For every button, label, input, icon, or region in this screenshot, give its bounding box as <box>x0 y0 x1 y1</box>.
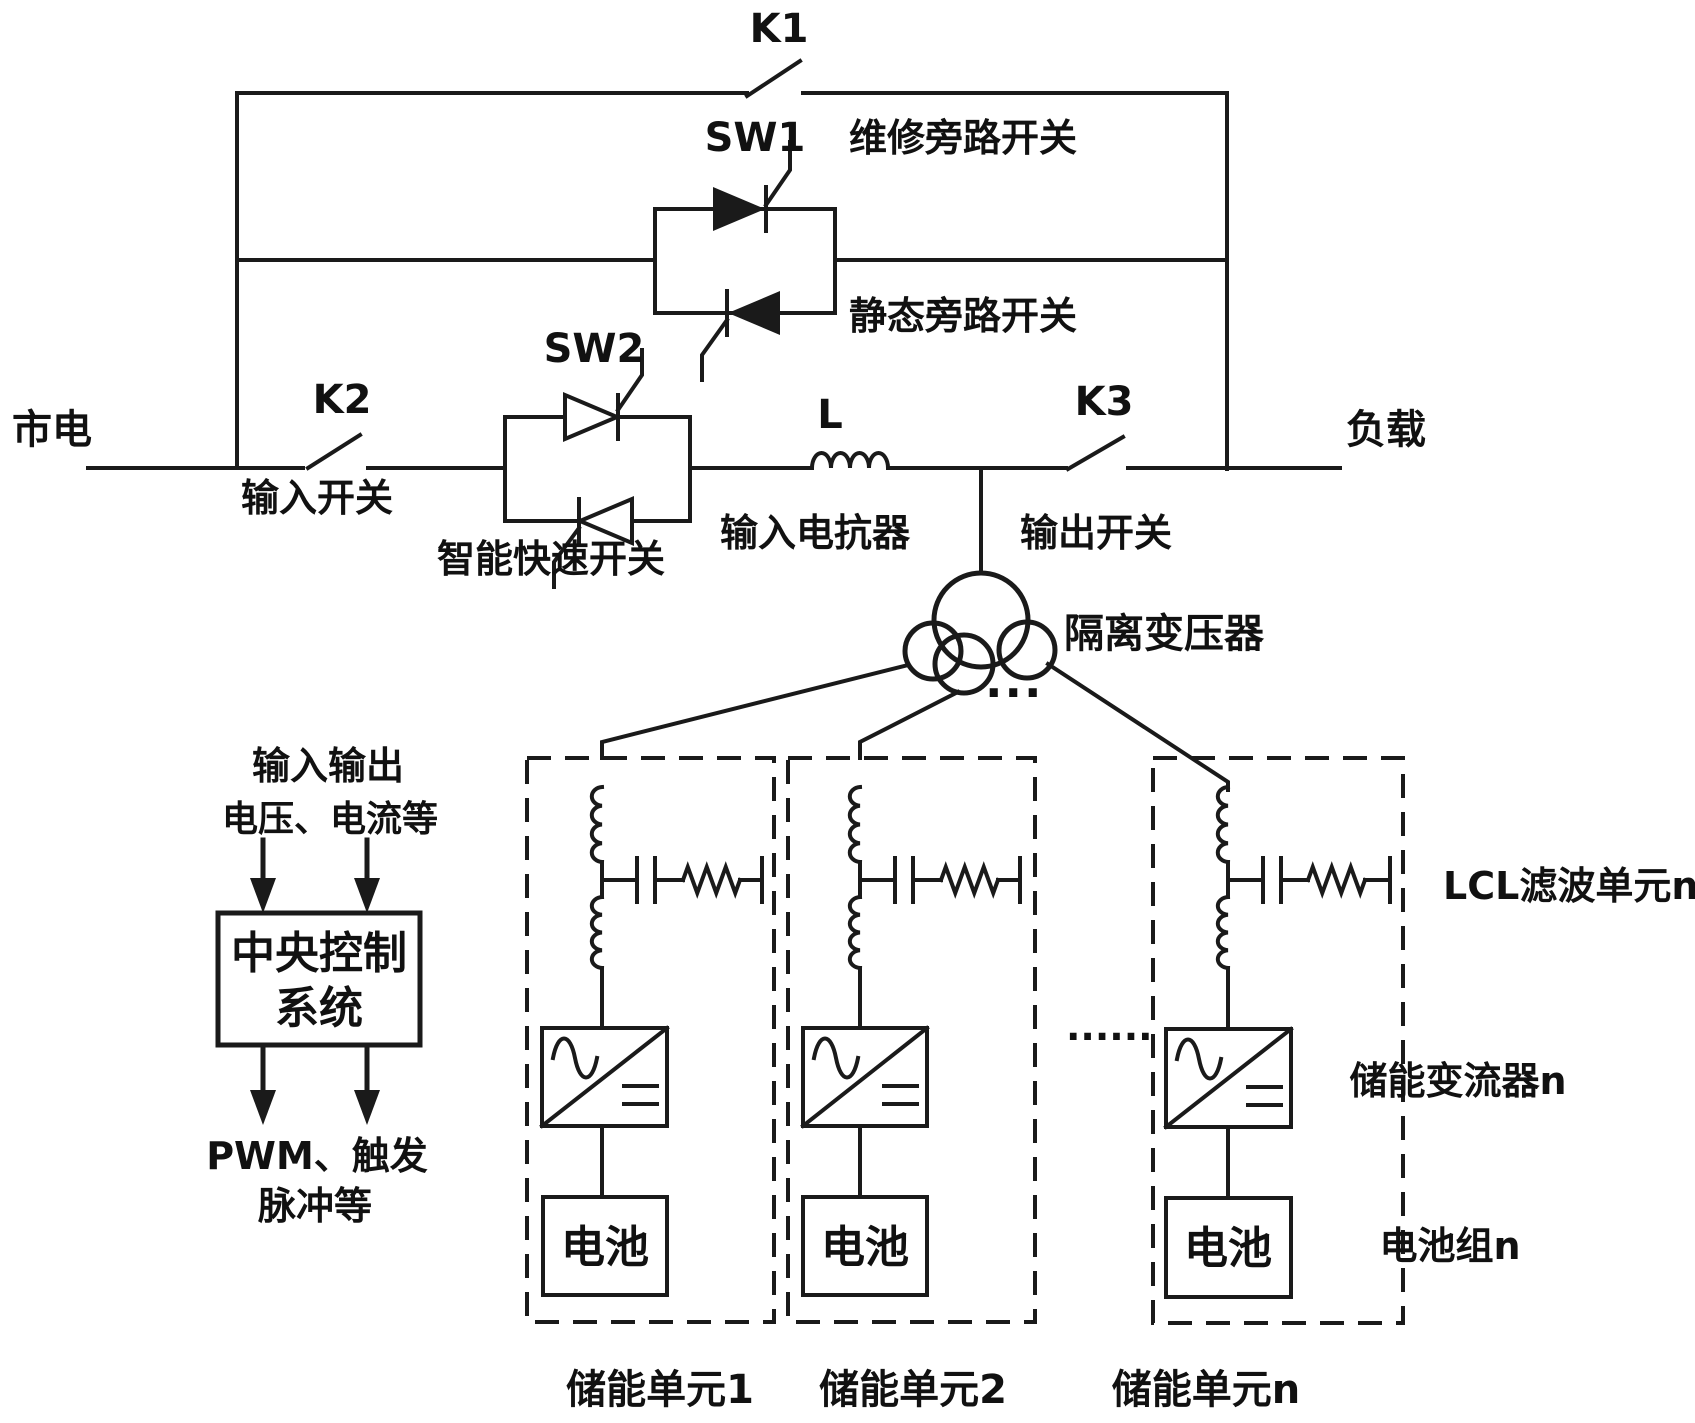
control-inputs-line2: 电压、电流等 <box>222 799 438 840</box>
units-ellipsis: ...... <box>1066 1005 1153 1049</box>
unit2-coil2-icon <box>847 894 863 971</box>
transformer-line-to-unitn <box>1045 661 1230 792</box>
k1-label: K1 <box>750 6 809 52</box>
transformer-primary-winding-icon <box>931 570 1031 670</box>
unit1-coil2-icon <box>589 894 605 971</box>
storage-unit-n: 电池 储能单元n <box>1112 756 1405 1413</box>
unit1-battery-label: 电池 <box>561 1222 649 1273</box>
control-input-arrow-right-head <box>354 878 380 913</box>
sw1-label: SW1 <box>705 115 806 161</box>
maintenance-bypass-label: 维修旁路开关 <box>849 116 1077 160</box>
bus-lines <box>86 91 1342 471</box>
unit1-converter-box <box>540 1026 669 1128</box>
sw2-thyristor-bottom-gate <box>552 525 582 589</box>
sw1-thyristor-bottom-icon <box>728 291 780 335</box>
input-reactor: L 输入电抗器 <box>720 392 911 555</box>
isolation-transformer: ... 隔离变压器 <box>600 467 1265 792</box>
unitn-dashed-box <box>1151 756 1405 1325</box>
control-box-line2: 系统 <box>275 983 363 1034</box>
unitn-converter-ac-icon <box>1174 1037 1224 1081</box>
right-row-labels: LCL滤波单元n 储能变流器n 电池组n <box>1349 864 1695 1268</box>
unitn-battery-box <box>1164 1196 1293 1299</box>
battery-group-label: 电池组n <box>1379 1224 1520 1268</box>
unitn-caption: 储能单元n <box>1112 1367 1300 1413</box>
switch-k2: K2 输入开关 <box>241 377 393 520</box>
input-switch-label: 输入开关 <box>241 476 393 520</box>
sw1-thyristor-bottom-gate <box>700 317 730 382</box>
unit1-caption: 储能单元1 <box>566 1367 754 1413</box>
unit1-coil1-icon <box>589 784 605 865</box>
l-label: L <box>817 392 843 438</box>
k3-label: K3 <box>1075 379 1134 425</box>
transformer-ellipsis: ... <box>985 654 1043 708</box>
unitn-coil1-icon <box>1215 784 1231 865</box>
control-input-arrow-left-head <box>250 878 276 913</box>
unit2-coil1-icon <box>847 784 863 865</box>
sw2-label: SW2 <box>544 326 645 372</box>
unit1-converter-diagonal <box>539 1025 670 1129</box>
control-output-arrow-left-head <box>250 1090 276 1125</box>
isolation-transformer-label: 隔离变压器 <box>1064 611 1265 657</box>
k3-blade <box>1065 434 1126 472</box>
switch-k1: K1 <box>744 6 809 99</box>
lcl-filter-label: LCL滤波单元n <box>1443 864 1695 908</box>
load-label: 负载 <box>1346 407 1426 453</box>
static-bypass-label: 静态旁路开关 <box>849 294 1077 338</box>
unit1-dashed-box <box>525 756 776 1324</box>
control-box <box>215 910 423 1048</box>
input-reactor-label: 输入电抗器 <box>720 511 911 555</box>
unit2-dashed-box <box>786 756 1037 1324</box>
transformer-secondary-winding-center-icon <box>932 632 996 696</box>
mains-label: 市电 <box>12 407 92 453</box>
sw2-thyristor-top-gate <box>615 348 644 413</box>
converter-label: 储能变流器n <box>1349 1059 1566 1103</box>
storage-unit-1: 电池 储能单元1 <box>525 756 776 1413</box>
unitn-resistor-icon <box>1305 861 1368 899</box>
control-output-arrow-right-head <box>354 1090 380 1125</box>
control-outputs-line1: PWM、触发 <box>206 1134 428 1178</box>
k2-label: K2 <box>313 377 372 423</box>
sw1-box <box>653 207 837 315</box>
unit1-battery-box <box>541 1195 669 1297</box>
k2-blade <box>305 432 363 471</box>
control-outputs-line2: 脉冲等 <box>258 1184 372 1228</box>
transformer-line-to-unit1 <box>600 662 911 760</box>
unit2-converter-diagonal <box>800 1025 930 1129</box>
sw1-static-bypass: SW1 <box>653 115 837 382</box>
unit2-converter-box <box>801 1026 929 1128</box>
unit2-battery-box <box>801 1195 929 1297</box>
central-control-system: 输入输出 电压、电流等 中央控制 系统 PWM、触发 脉冲等 <box>206 744 438 1228</box>
sw2-thyristor-top-icon <box>563 391 623 443</box>
transformer-secondary-winding-right-icon <box>996 619 1058 681</box>
unit1-resistor-icon <box>680 861 743 899</box>
unitn-battery-label: 电池 <box>1184 1223 1272 1274</box>
inductor-icon <box>809 451 891 471</box>
storage-unit-2: 电池 储能单元2 <box>786 756 1037 1413</box>
unitn-converter-diagonal <box>1163 1026 1294 1130</box>
sw2-smart-fast-switch: SW2 智能快速开关 <box>437 326 692 589</box>
transformer-line-to-unit2 <box>858 689 961 760</box>
unit2-caption: 储能单元2 <box>819 1367 1007 1413</box>
unit1-converter-ac-icon <box>550 1036 600 1080</box>
control-box-line1: 中央控制 <box>231 928 407 979</box>
switch-k3: K3 输出开关 <box>1020 379 1172 555</box>
control-inputs-line1: 输入输出 <box>252 744 404 788</box>
unitn-coil2-icon <box>1215 894 1231 971</box>
unit2-converter-ac-icon <box>811 1036 861 1080</box>
sw2-thyristor-bottom-icon <box>574 495 634 547</box>
transformer-secondary-winding-left-icon <box>902 620 964 682</box>
unit2-battery-label: 电池 <box>821 1222 909 1273</box>
sw1-thyristor-top-icon <box>713 187 765 231</box>
smart-fast-switch-label: 智能快速开关 <box>437 537 665 581</box>
sw1-thyristor-top-gate <box>763 140 792 208</box>
k1-blade <box>744 58 803 99</box>
unit2-resistor-icon <box>938 861 1001 899</box>
sw2-box <box>503 415 692 523</box>
output-switch-label: 输出开关 <box>1020 511 1172 555</box>
